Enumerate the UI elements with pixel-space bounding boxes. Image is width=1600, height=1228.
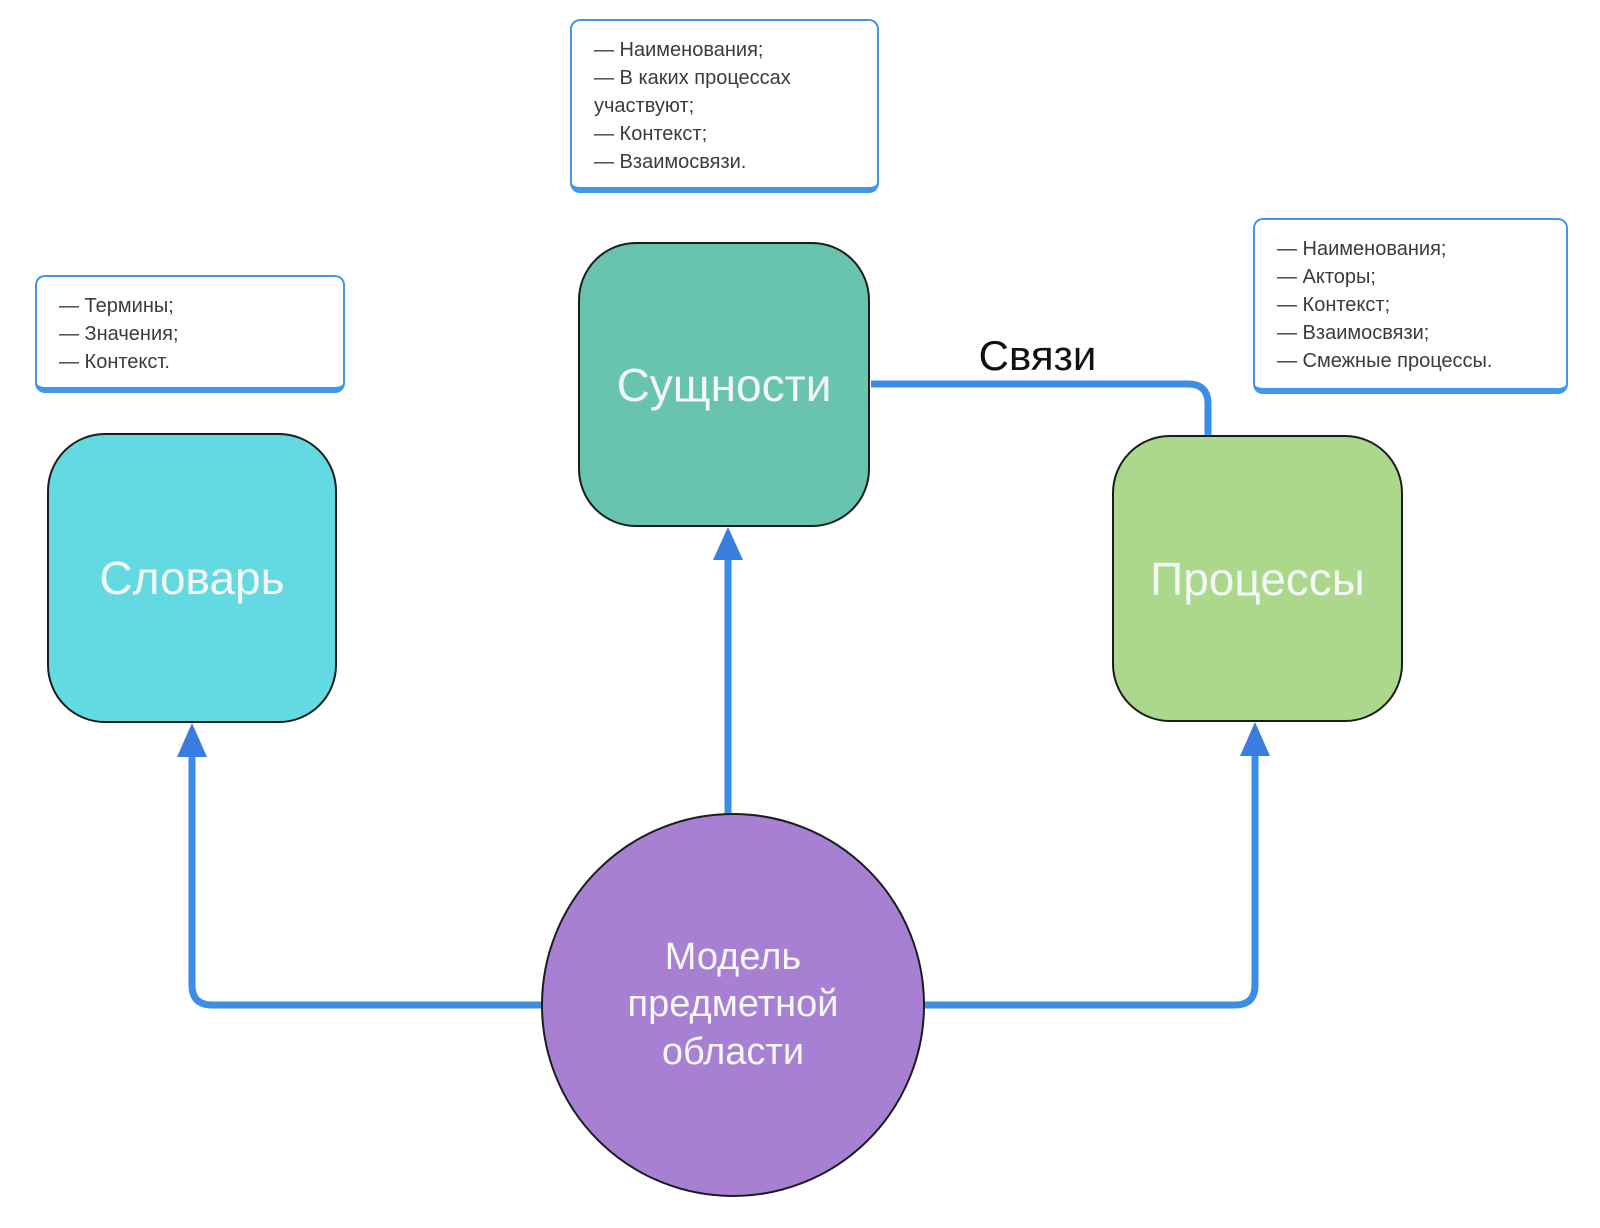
edge-label-svyazi: Связи <box>978 332 1097 379</box>
node-processes-label: Процессы <box>1150 552 1365 605</box>
node-center: Модель предметной области <box>541 813 925 1197</box>
note-line: — Контекст; <box>1277 294 1391 316</box>
note-line: — Значения; <box>59 323 179 345</box>
arrowhead-up-processes <box>1240 722 1270 756</box>
node-entities-label: Сущности <box>616 358 832 411</box>
note-line: — В каких процессах участвуют; <box>594 67 791 117</box>
node-entities: Сущности <box>578 242 870 527</box>
connector-entities-to-processes <box>871 380 1212 436</box>
note-line: — Взаимосвязи; <box>1277 322 1430 344</box>
note-line: — Наименования; <box>1277 238 1447 260</box>
note-line: — Акторы; <box>1277 266 1376 288</box>
node-dictionary-label: Словарь <box>99 552 285 604</box>
connector-center-to-processes <box>918 753 1259 1009</box>
note-line: — Контекст. <box>59 351 170 373</box>
note-entities: — Наименования; — В каких процессах участ… <box>570 19 879 193</box>
note-processes: — Наименования; — Акторы; — Контекст; — Вза… <box>1253 218 1568 394</box>
arrowhead-up-dictionary <box>177 723 207 757</box>
arrowhead-up-entities <box>713 527 743 560</box>
note-line: — Смежные процессы. <box>1277 350 1493 372</box>
note-line: — Взаимосвязи. <box>594 151 747 173</box>
node-center-label: Модель предметной области <box>627 935 839 1073</box>
connector-center-to-dictionary <box>188 754 548 1009</box>
note-dictionary: — Термины; — Значения; — Контекст. <box>35 275 345 393</box>
note-line: — Термины; <box>59 295 174 317</box>
note-line: — Контекст; <box>594 123 708 145</box>
node-dictionary: Словарь <box>47 433 337 723</box>
note-line: — Наименования; <box>594 39 764 61</box>
node-processes: Процессы <box>1112 435 1403 722</box>
